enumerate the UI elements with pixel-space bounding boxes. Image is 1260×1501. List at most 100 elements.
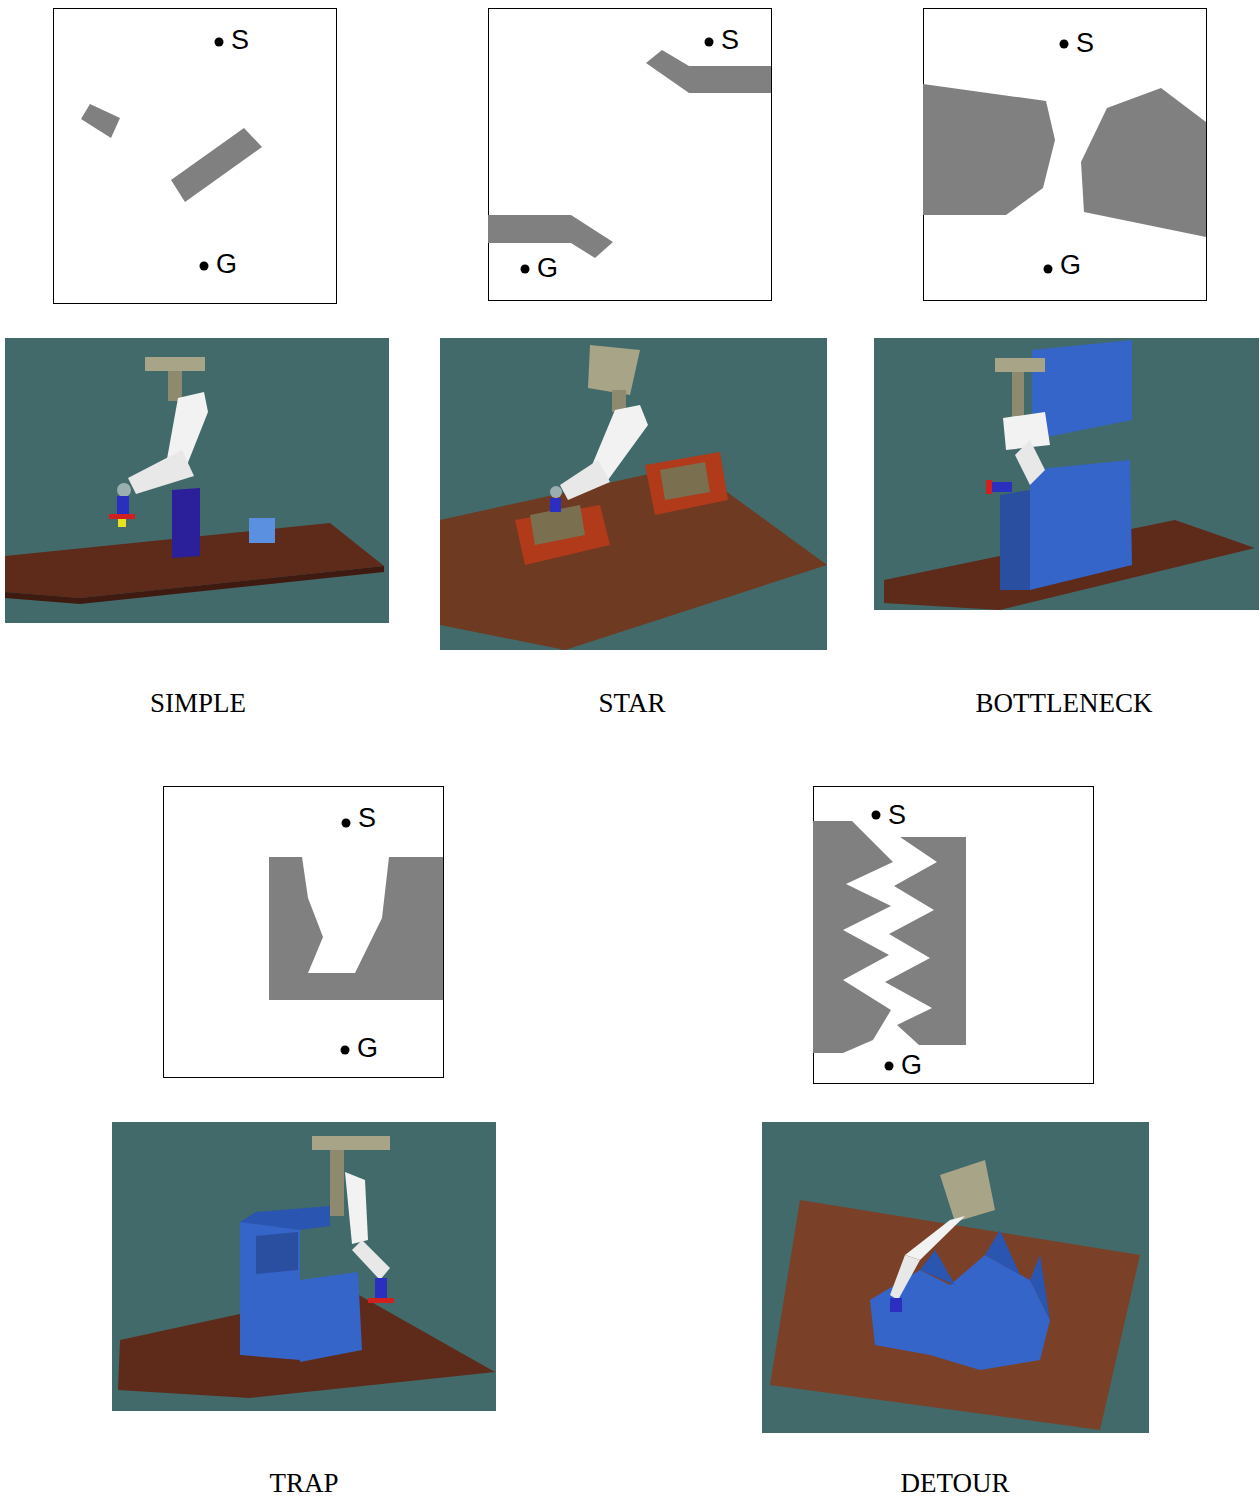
start-goal-label: G bbox=[901, 1052, 922, 1079]
star-rendering-shape bbox=[660, 462, 710, 500]
detour-rendering-shape bbox=[905, 1216, 965, 1260]
trap-rendering-shape bbox=[368, 1298, 394, 1303]
simple-rendering-shape bbox=[145, 357, 205, 371]
trap-rendering-shape bbox=[240, 1214, 300, 1360]
bottleneck-rendering-shape bbox=[995, 358, 1045, 372]
star-schematic-shape bbox=[646, 50, 771, 93]
star-rendering-shape bbox=[588, 345, 640, 395]
detour-rendering-shape bbox=[985, 1230, 1020, 1275]
bottleneck-schematic-shape bbox=[1044, 265, 1053, 274]
detour-rendering-shape bbox=[770, 1200, 1140, 1430]
trap-schematic-shape bbox=[342, 819, 351, 828]
bottleneck-schematic-shape bbox=[923, 84, 1055, 215]
trap-rendering-shape bbox=[240, 1206, 330, 1230]
trap-rendering-shape bbox=[312, 1136, 390, 1150]
environment-caption: DETOUR bbox=[900, 1470, 1009, 1497]
environment-caption: BOTTLENECK bbox=[976, 690, 1153, 717]
simple-rendering-shape bbox=[5, 338, 389, 623]
detour-schematic-shape bbox=[885, 837, 966, 1045]
bottleneck-schematic-shape bbox=[1060, 40, 1069, 49]
trap-schematic-shape bbox=[164, 787, 444, 1078]
simple-schematic-shape bbox=[81, 104, 120, 138]
simple-rendering-shape bbox=[5, 566, 384, 604]
star-rendering-shape bbox=[515, 505, 610, 565]
bottleneck-rendering-shape bbox=[986, 480, 992, 494]
start-goal-label: G bbox=[537, 255, 558, 282]
trap-rendering-shape bbox=[352, 1240, 390, 1280]
start-goal-label: S bbox=[231, 27, 249, 54]
environment-caption: SIMPLE bbox=[150, 690, 246, 717]
detour-schematic-shape bbox=[885, 1062, 894, 1071]
star-schematic-shape bbox=[705, 38, 714, 47]
environment-caption: STAR bbox=[599, 690, 666, 717]
bottleneck-schematic-shape bbox=[1081, 88, 1206, 237]
bottleneck-rendering-shape bbox=[874, 338, 1259, 610]
detour-rendering-shape bbox=[870, 1255, 1050, 1370]
start-goal-label: G bbox=[357, 1035, 378, 1062]
trap-rendering-shape bbox=[256, 1232, 298, 1274]
bottleneck-rendering-shape bbox=[1015, 440, 1045, 485]
simple-schematic bbox=[54, 9, 337, 304]
detour-rendering-shape bbox=[762, 1122, 1149, 1433]
simple-schematic-shape bbox=[54, 9, 337, 304]
detour-rendering-shape bbox=[940, 1160, 995, 1222]
trap-schematic-shape bbox=[341, 1046, 350, 1055]
simple-schematic-shape bbox=[200, 262, 209, 271]
start-goal-label: S bbox=[888, 802, 906, 829]
start-goal-label: G bbox=[216, 251, 237, 278]
star-rendering bbox=[440, 338, 827, 650]
trap-schematic-shape bbox=[269, 857, 443, 1000]
simple-rendering-shape bbox=[168, 371, 182, 401]
star-schematic-shape bbox=[489, 9, 772, 301]
trap-rendering bbox=[112, 1122, 496, 1411]
star-rendering-shape bbox=[550, 498, 561, 512]
start-goal-label: G bbox=[1060, 252, 1081, 279]
simple-rendering-shape bbox=[109, 514, 135, 519]
trap-rendering-shape bbox=[345, 1172, 368, 1244]
star-schematic-shape bbox=[521, 265, 530, 274]
star-schematic bbox=[488, 9, 772, 301]
bottleneck-rendering-shape bbox=[1012, 372, 1024, 417]
star-schematic-shape bbox=[488, 215, 613, 258]
detour-schematic-shape bbox=[872, 811, 881, 820]
start-goal-label: S bbox=[721, 27, 739, 54]
star-rendering-shape bbox=[440, 465, 827, 650]
detour-rendering-shape bbox=[1030, 1255, 1050, 1320]
bottleneck-schematic-shape bbox=[924, 9, 1207, 301]
environment-caption: TRAP bbox=[269, 1470, 338, 1497]
trap-rendering-shape bbox=[300, 1272, 362, 1362]
detour-schematic-shape bbox=[813, 821, 893, 1053]
simple-rendering bbox=[5, 338, 389, 623]
start-goal-label: S bbox=[358, 805, 376, 832]
star-rendering-shape bbox=[550, 486, 562, 498]
detour-schematic bbox=[813, 787, 1094, 1084]
simple-rendering-shape bbox=[128, 450, 194, 494]
simple-rendering-shape bbox=[118, 519, 126, 527]
bottleneck-rendering bbox=[874, 338, 1259, 610]
simple-schematic-shape bbox=[171, 128, 262, 202]
star-rendering-shape bbox=[560, 460, 610, 500]
star-rendering-shape bbox=[645, 452, 728, 515]
simple-rendering-shape bbox=[117, 483, 131, 497]
bottleneck-rendering-shape bbox=[1000, 490, 1030, 590]
bottleneck-rendering-shape bbox=[1030, 460, 1132, 590]
star-rendering-shape bbox=[440, 338, 827, 650]
detour-schematic-shape bbox=[814, 787, 1094, 1084]
detour-rendering-shape bbox=[890, 1298, 902, 1312]
bottleneck-schematic bbox=[923, 9, 1207, 301]
simple-rendering-shape bbox=[172, 488, 200, 558]
start-goal-label: S bbox=[1076, 30, 1094, 57]
detour-rendering bbox=[762, 1122, 1149, 1433]
detour-rendering-shape bbox=[920, 1250, 955, 1285]
bottleneck-rendering-shape bbox=[992, 482, 1012, 492]
simple-rendering-shape bbox=[117, 496, 129, 514]
detour-rendering-shape bbox=[890, 1255, 920, 1300]
simple-rendering-shape bbox=[249, 518, 275, 543]
bottleneck-rendering-shape bbox=[1032, 340, 1132, 440]
trap-schematic bbox=[164, 787, 444, 1078]
trap-rendering-shape bbox=[330, 1150, 344, 1216]
simple-schematic-shape bbox=[215, 38, 224, 47]
trap-rendering-shape bbox=[112, 1122, 496, 1411]
